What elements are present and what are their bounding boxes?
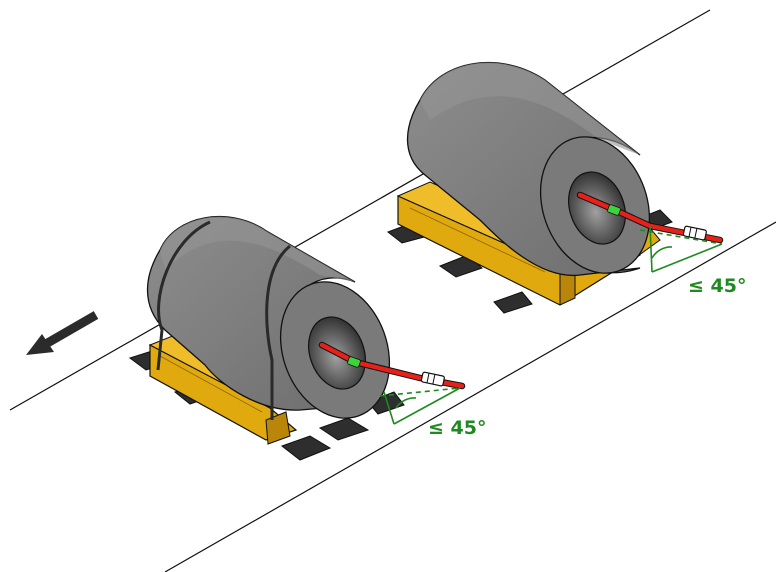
- direction-arrow-icon: [26, 311, 99, 355]
- coil-bore-back: [568, 171, 626, 245]
- ratchet-tensioner-icon: [682, 225, 707, 241]
- angle-limit-label-back: ≤ 45°: [688, 275, 746, 297]
- road-edge-front: [164, 221, 776, 572]
- lashing-strap-back: [576, 191, 724, 244]
- strap-clip-front: [347, 356, 361, 368]
- angle-guide-back: ≤ 45°: [639, 225, 746, 297]
- strap-clip-back: [607, 204, 621, 216]
- road-edge-back: [9, 9, 711, 411]
- ratchet-tensioner-icon: [420, 371, 445, 387]
- coil-assembly-front: ≤ 45°: [128, 216, 486, 461]
- coil-band-right: [265, 244, 291, 420]
- road-edges: [9, 9, 776, 572]
- angle-limit-label-front: ≤ 45°: [428, 417, 486, 439]
- coil-back: [406, 61, 651, 276]
- lashing-strap-front: [318, 341, 466, 390]
- angle-guide-front: ≤ 45°: [379, 387, 486, 439]
- coil-band-left: [156, 220, 211, 371]
- coil-assembly-back: ≤ 45°: [386, 61, 746, 314]
